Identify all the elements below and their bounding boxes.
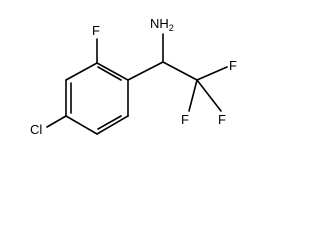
ring-double-bond-c1-c2	[97, 66, 122, 81]
ring-double-bond-c5-c6	[97, 115, 122, 130]
fluorine-right-label: F	[218, 112, 226, 127]
ring-fluorine-label: F	[92, 23, 100, 38]
chlorine-label: Cl	[30, 122, 42, 137]
ring-bond-c5-c6	[96, 115, 129, 135]
ring-bond-c4-c5	[65, 115, 98, 135]
bond-cf3-to-fluorine-left	[188, 79, 198, 112]
bond-alpha-carbon-to-cf3	[162, 61, 198, 81]
amine-label: NH2	[150, 16, 174, 33]
ring-bond-c2-c3	[65, 62, 98, 81]
benzene-ring	[65, 62, 129, 135]
ring-bond-c1-c2	[96, 62, 129, 81]
bond-ring-to-alpha-carbon	[127, 61, 164, 81]
fluorine-left-label: F	[181, 112, 189, 127]
bond-cf3-to-fluorine-right	[196, 79, 222, 112]
fluorine-top-label: F	[229, 58, 237, 73]
structure-diagram: NH2 F Cl F F F	[30, 16, 237, 137]
bond-cf3-to-fluorine-top	[196, 66, 228, 81]
bond-ring-to-chlorine	[46, 115, 67, 128]
